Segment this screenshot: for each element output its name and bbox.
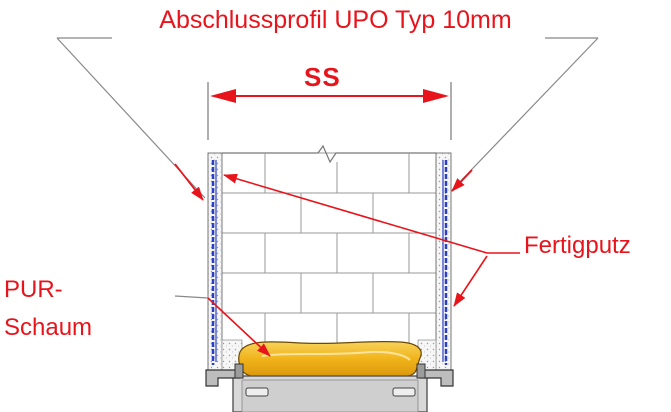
annotation-arrows bbox=[174, 163, 520, 357]
upo-profiles bbox=[211, 160, 448, 365]
pur-foam-label-line1: PUR- bbox=[4, 276, 63, 303]
profile-title-label: Abschlussprofil UPO Typ 10mm bbox=[159, 6, 512, 34]
dimension-ss-label: SS bbox=[304, 62, 341, 92]
pur-foam bbox=[238, 340, 422, 379]
finishing-plaster-label: Fertigputz bbox=[524, 232, 631, 259]
dimension-ss bbox=[207, 82, 452, 140]
pur-foam-label-line2: Schaum bbox=[4, 314, 93, 341]
masonry-wall bbox=[221, 144, 437, 349]
window-frame bbox=[205, 363, 454, 412]
